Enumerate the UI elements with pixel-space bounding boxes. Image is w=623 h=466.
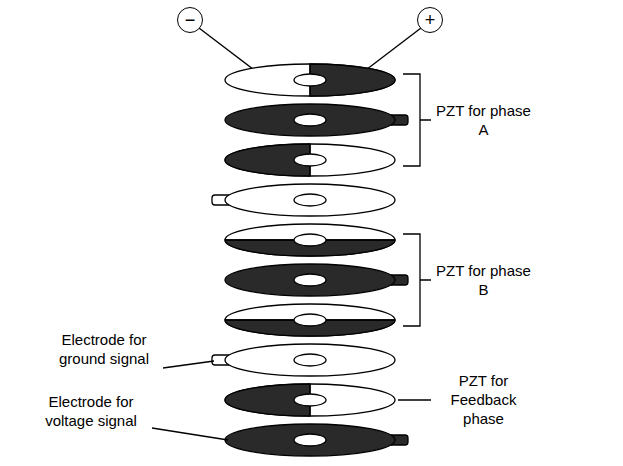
electrode-disc [225, 424, 408, 456]
electrode-disc [212, 344, 395, 376]
part-label: PZT for phase B [436, 261, 531, 299]
pzt-disc [225, 224, 395, 256]
pzt-disc [225, 144, 395, 176]
pzt-disc [225, 64, 395, 96]
terminal-symbol: + [417, 7, 443, 33]
electrode-disc [225, 104, 408, 136]
electrode-disc [225, 264, 408, 296]
bracket [403, 74, 431, 166]
part-label: Electrode for voltage signal [30, 392, 152, 430]
part-label: PZT for Feedback phase [436, 371, 531, 428]
leader-line [152, 428, 228, 440]
electrode-disc [212, 184, 395, 216]
terminal-symbol: − [177, 7, 203, 33]
leader-line [163, 361, 214, 368]
terminal-sign: − [185, 11, 196, 29]
terminal-sign: + [425, 11, 436, 29]
part-label: Electrode for ground signal [45, 330, 163, 368]
leader-line [398, 399, 431, 400]
pzt-disc [225, 384, 395, 416]
pzt-disc [225, 304, 395, 336]
part-label: PZT for phase A [436, 101, 531, 139]
bracket [403, 234, 431, 326]
